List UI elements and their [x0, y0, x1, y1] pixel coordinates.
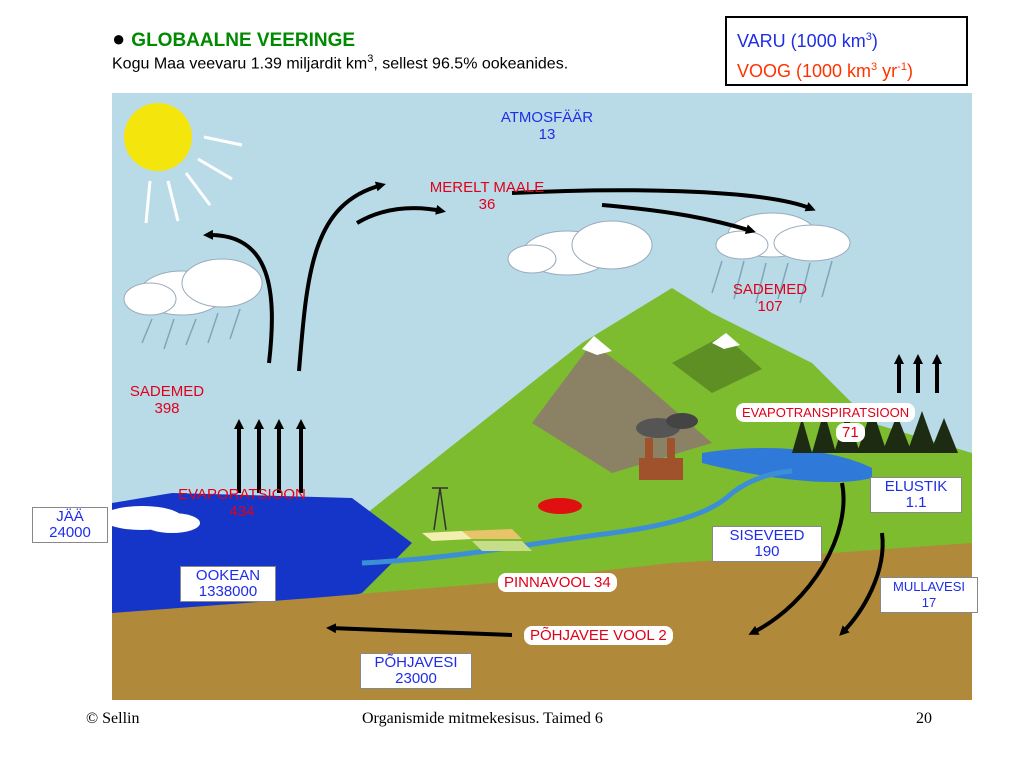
flow-arrows: [100, 181, 942, 637]
precip-ocean-name: SADEMED: [129, 383, 205, 400]
windmill-icon: [432, 487, 448, 531]
water-cycle-diagram: ATMOSFÄÄR 13 MERELT MAALE 36 SADEMED 107…: [32, 93, 978, 700]
box-inland-water: SISEVEED 190: [712, 526, 822, 562]
bullet-icon: ●: [112, 26, 126, 51]
soil-water-value: 17: [921, 595, 937, 610]
evapotranspiration-value: 71: [842, 424, 859, 441]
precip-land-name: SADEMED: [732, 281, 808, 298]
arrow-soil-2: [839, 532, 885, 636]
arrow-sea-to-land: [297, 181, 386, 372]
evaporation-value: 434: [229, 503, 255, 520]
snowcap-left: [582, 336, 612, 355]
groundwater-flow-value: 2: [658, 627, 667, 644]
sea-to-land-value: 36: [478, 196, 496, 213]
footer-left: © Sellin: [86, 710, 140, 727]
arrow-precip-ocean: [203, 229, 274, 364]
evaporation-name: EVAPORATSIOON: [178, 486, 306, 503]
arrow-soil-1: [748, 482, 846, 635]
subtitle: Kogu Maa veevaru 1.39 miljardit km3, sel…: [112, 53, 568, 73]
factory-icon: [636, 413, 698, 480]
label-atmosphere: ATMOSFÄÄR 13: [477, 109, 617, 143]
soil: [112, 543, 972, 700]
cloud-icon: [123, 212, 851, 316]
label-evapotranspiration: EVAPOTRANSPIRATSIOON: [736, 403, 916, 422]
surface-runoff-name: PINNAVOOL: [504, 574, 590, 591]
legend-flux-end: ): [906, 61, 913, 81]
sun-icon: [124, 103, 243, 224]
subtitle-sup: 3: [367, 53, 374, 65]
rain-icon: [141, 260, 833, 350]
subtitle-text: Kogu Maa veevaru 1.39 miljardit km: [112, 55, 368, 73]
groundwater-value: 23000: [395, 670, 437, 687]
footer-page-number: 20: [916, 710, 932, 727]
car-icon: [538, 498, 582, 514]
subtitle-text-end: , sellest 96.5% ookeanides.: [373, 55, 569, 73]
ice-name: JÄÄ: [56, 508, 84, 525]
legend-stock-sup: 3: [865, 31, 872, 43]
page-title: ●GLOBAALNE VEERINGE: [112, 26, 355, 52]
legend-flux-sup1: 3: [871, 61, 878, 73]
arrow-sea-to-land-2: [355, 204, 446, 225]
label-groundwater-flow: PÕHJAVEE VOOL 2: [524, 626, 673, 645]
inland-water-value: 190: [754, 543, 780, 560]
atmosphere-name: ATMOSFÄÄR: [500, 109, 594, 126]
box-biota: ELUSTIK 1.1: [870, 477, 962, 513]
precip-land-value: 107: [757, 298, 783, 315]
ocean-value: 1338000: [198, 583, 258, 600]
legend-flux-mid: yr: [877, 61, 898, 81]
arrow-to-cloud: [511, 188, 816, 212]
sea-to-land-name: MERELT MAALE: [429, 179, 545, 196]
legend-stock-text: VARU (1000 km: [737, 31, 866, 51]
groundwater-flow-name: PÕHJAVEE VOOL: [530, 627, 655, 644]
legend-stock: VARU (1000 km3): [737, 24, 956, 54]
label-surface-runoff: PINNAVOOL 34: [498, 573, 617, 592]
precip-ocean-value: 398: [154, 400, 180, 417]
label-precip-ocean: SADEMED 398: [117, 383, 217, 417]
lake: [702, 448, 872, 483]
mountain-right: [672, 335, 762, 393]
box-soil-water: MULLAVESI 17: [880, 577, 978, 613]
soil-water-name: MULLAVESI: [892, 579, 965, 594]
diagram-illustration: [100, 93, 972, 700]
box-ocean: OOKEAN 1338000: [180, 566, 276, 602]
ice-value: 24000: [49, 524, 91, 541]
arrow-to-cloud-2: [601, 203, 756, 235]
snowcap-right: [712, 333, 740, 349]
label-precip-land: SADEMED 107: [720, 281, 820, 315]
biota-name: ELUSTIK: [884, 478, 948, 495]
legend-flux-sup2: -1: [897, 61, 907, 73]
legend-flux-text: VOOG (1000 km: [737, 61, 872, 81]
cloud-icon-ice: [102, 506, 200, 533]
surface-runoff-value: 34: [594, 574, 611, 591]
footer-center: Organismide mitmekesisus. Taimed 6: [362, 710, 603, 727]
fields: [422, 529, 532, 551]
evapotranspiration-name: EVAPOTRANSPIRATSIOON: [742, 405, 910, 420]
legend-flux: VOOG (1000 km3 yr-1): [737, 54, 956, 84]
box-groundwater: PÕHJAVESI 23000: [360, 653, 472, 689]
groundwater-name: PÕHJAVESI: [374, 654, 458, 671]
legend-stock-end: ): [871, 31, 878, 51]
label-evaporation: EVAPORATSIOON 434: [162, 486, 322, 520]
atmosphere-value: 13: [538, 126, 556, 143]
legend-box: VARU (1000 km3) VOOG (1000 km3 yr-1): [725, 16, 968, 86]
label-sea-to-land: MERELT MAALE 36: [412, 179, 562, 213]
ocean-name: OOKEAN: [195, 567, 261, 584]
forest-icon: [792, 408, 958, 453]
river: [361, 468, 793, 566]
title-text: GLOBAALNE VEERINGE: [131, 30, 356, 51]
arrow-groundwater-flow: [326, 623, 513, 637]
inland-water-name: SISEVEED: [729, 527, 805, 544]
biota-value: 1.1: [905, 494, 927, 511]
box-ice: JÄÄ 24000: [32, 507, 108, 543]
label-evapotranspiration-value: 71: [836, 423, 865, 442]
